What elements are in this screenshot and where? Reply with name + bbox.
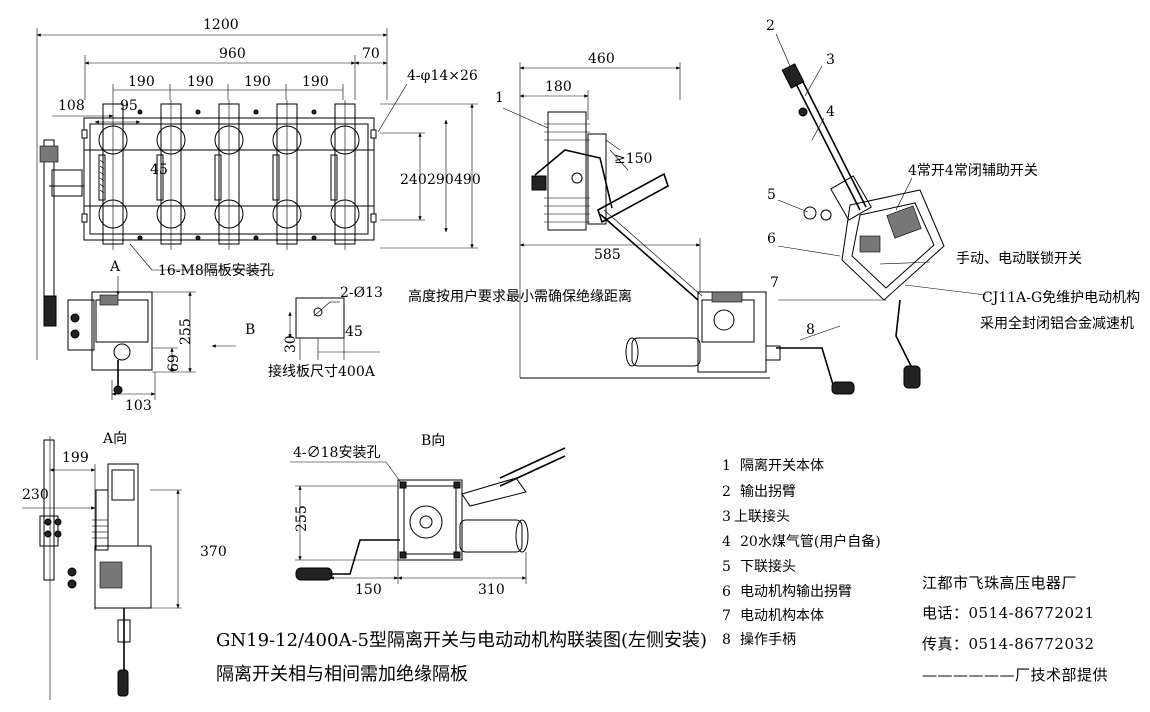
dim-490: 490 <box>454 172 481 188</box>
drawing-title: GN19-12/400A-5型隔离开关与电动动机构联装图(左侧安装) <box>216 630 707 651</box>
dim-69: 69 <box>166 354 182 372</box>
plan-dimension-labels: 1200 960 70 190 190 190 190 108 95 45 24… <box>58 17 481 414</box>
legend-label: 输出拐臂 <box>740 484 796 500</box>
callout-2: 2 <box>766 18 775 34</box>
b-view <box>290 447 566 584</box>
callout-8: 8 <box>806 322 815 338</box>
parts-legend: 1 隔离开关本体 2 输出拐臂 3 上联接头 4 20水煤气管(用户自备) 5 … <box>722 457 881 648</box>
legend-num: 7 <box>722 608 731 624</box>
legend-label: 电动机构本体 <box>740 608 824 624</box>
dim-310: 310 <box>478 582 505 598</box>
dim-290: 290 <box>427 172 454 188</box>
a-view <box>22 436 182 700</box>
b-view-labels: B向 4-∅18安装孔 255 150 310 <box>293 433 505 598</box>
dim-95: 95 <box>120 98 138 114</box>
a-view-labels: A向 199 230 370 <box>22 431 227 560</box>
dim-370: 370 <box>200 544 227 560</box>
isometric-callouts: 2 3 4 5 6 7 8 4常开4常闭辅助开关 手动、电动联锁开关 CJ11A… <box>766 18 1140 338</box>
terminal-plate-labels: 2-Ø13 30 45 接线板尺寸400A <box>268 285 383 380</box>
company-credit: ——————厂技术部提供 <box>922 666 1108 684</box>
legend-label: 下联接头 <box>740 558 796 575</box>
dim-960: 960 <box>219 46 246 62</box>
legend-label: 电动机构输出拐臂 <box>740 584 852 600</box>
company-fax: 传真：0514-86772032 <box>922 635 1095 653</box>
side-view-labels: 460 180 ≥150 585 高度按用户要求最小需确保绝缘距离 1 <box>408 51 652 305</box>
legend-num: 4 <box>722 534 731 550</box>
company-info: 江都市飞珠高压电器厂 电话：0514-86772021 传真：0514-8677… <box>922 574 1108 684</box>
mechanism-label-2: 采用全封闭铝合金减速机 <box>980 315 1134 332</box>
legend-label: 操作手柄 <box>740 632 796 648</box>
terminal-dim-30: 30 <box>283 335 299 353</box>
company-name: 江都市飞珠高压电器厂 <box>922 574 1077 592</box>
dim-199: 199 <box>62 450 89 466</box>
b-view-title: B向 <box>421 433 445 449</box>
partition-holes-label: 16-M8隔板安装孔 <box>158 263 274 279</box>
plan-view <box>36 28 478 400</box>
pole-columns <box>81 100 377 250</box>
a-view-title: A向 <box>102 431 127 447</box>
legend-num: 2 <box>722 484 731 500</box>
legend-label: 上联接头 <box>734 508 790 525</box>
insulation-note: 高度按用户要求最小需确保绝缘距离 <box>408 288 632 305</box>
dim-clearance: ≥150 <box>614 151 652 167</box>
dim-190-a: 190 <box>128 74 155 90</box>
legend-num: 3 <box>722 509 731 525</box>
dim-230: 230 <box>22 487 49 503</box>
dim-108: 108 <box>58 98 85 114</box>
dim-70: 70 <box>362 46 380 62</box>
dim-190-b: 190 <box>187 74 214 90</box>
aux-switch-label: 4常开4常闭辅助开关 <box>908 163 1038 179</box>
terminal-holes-label: 2-Ø13 <box>340 285 383 301</box>
mounting-holes-label: 4-φ14×26 <box>407 68 478 84</box>
dim-240: 240 <box>400 172 427 188</box>
dim-45: 45 <box>150 162 168 178</box>
legend-label: 隔离开关本体 <box>740 457 824 474</box>
dim-255-b: 255 <box>294 505 310 532</box>
callout-1: 1 <box>495 90 504 106</box>
view-arrow-b: B <box>245 322 255 338</box>
dim-180: 180 <box>545 79 572 95</box>
callout-6: 6 <box>767 231 776 247</box>
legend-num: 1 <box>722 458 731 474</box>
callout-7: 7 <box>770 275 779 291</box>
interlock-label: 手动、电动联锁开关 <box>956 251 1082 267</box>
dim-103: 103 <box>125 398 152 414</box>
callout-5: 5 <box>767 187 776 203</box>
legend-num: 8 <box>722 632 731 648</box>
dim-190-d: 190 <box>302 74 329 90</box>
callout-4: 4 <box>826 104 835 120</box>
company-phone: 电话：0514-86772021 <box>922 604 1095 622</box>
b-view-holes-label: 4-∅18安装孔 <box>293 445 380 461</box>
dim-1200: 1200 <box>203 17 239 33</box>
drawing-subtitle: 隔离开关相与相间需加绝缘隔板 <box>216 664 468 685</box>
terminal-dim-45: 45 <box>345 324 363 340</box>
dim-585: 585 <box>594 247 621 263</box>
legend-label: 20水煤气管(用户自备) <box>740 533 881 550</box>
callout-3: 3 <box>826 52 835 68</box>
dim-460: 460 <box>588 51 615 67</box>
legend-num: 5 <box>722 559 731 575</box>
dim-255: 255 <box>178 318 194 345</box>
dim-150: 150 <box>355 582 382 598</box>
isometric-view <box>775 33 987 395</box>
terminal-plate <box>288 297 380 360</box>
legend-num: 6 <box>722 584 731 600</box>
side-view <box>519 62 781 379</box>
dim-190-c: 190 <box>244 74 271 90</box>
mechanism-label-1: CJ11A-G免维护电动机构 <box>982 290 1140 306</box>
terminal-plate-caption: 接线板尺寸400A <box>268 363 376 380</box>
view-arrow-a: A <box>109 259 121 275</box>
